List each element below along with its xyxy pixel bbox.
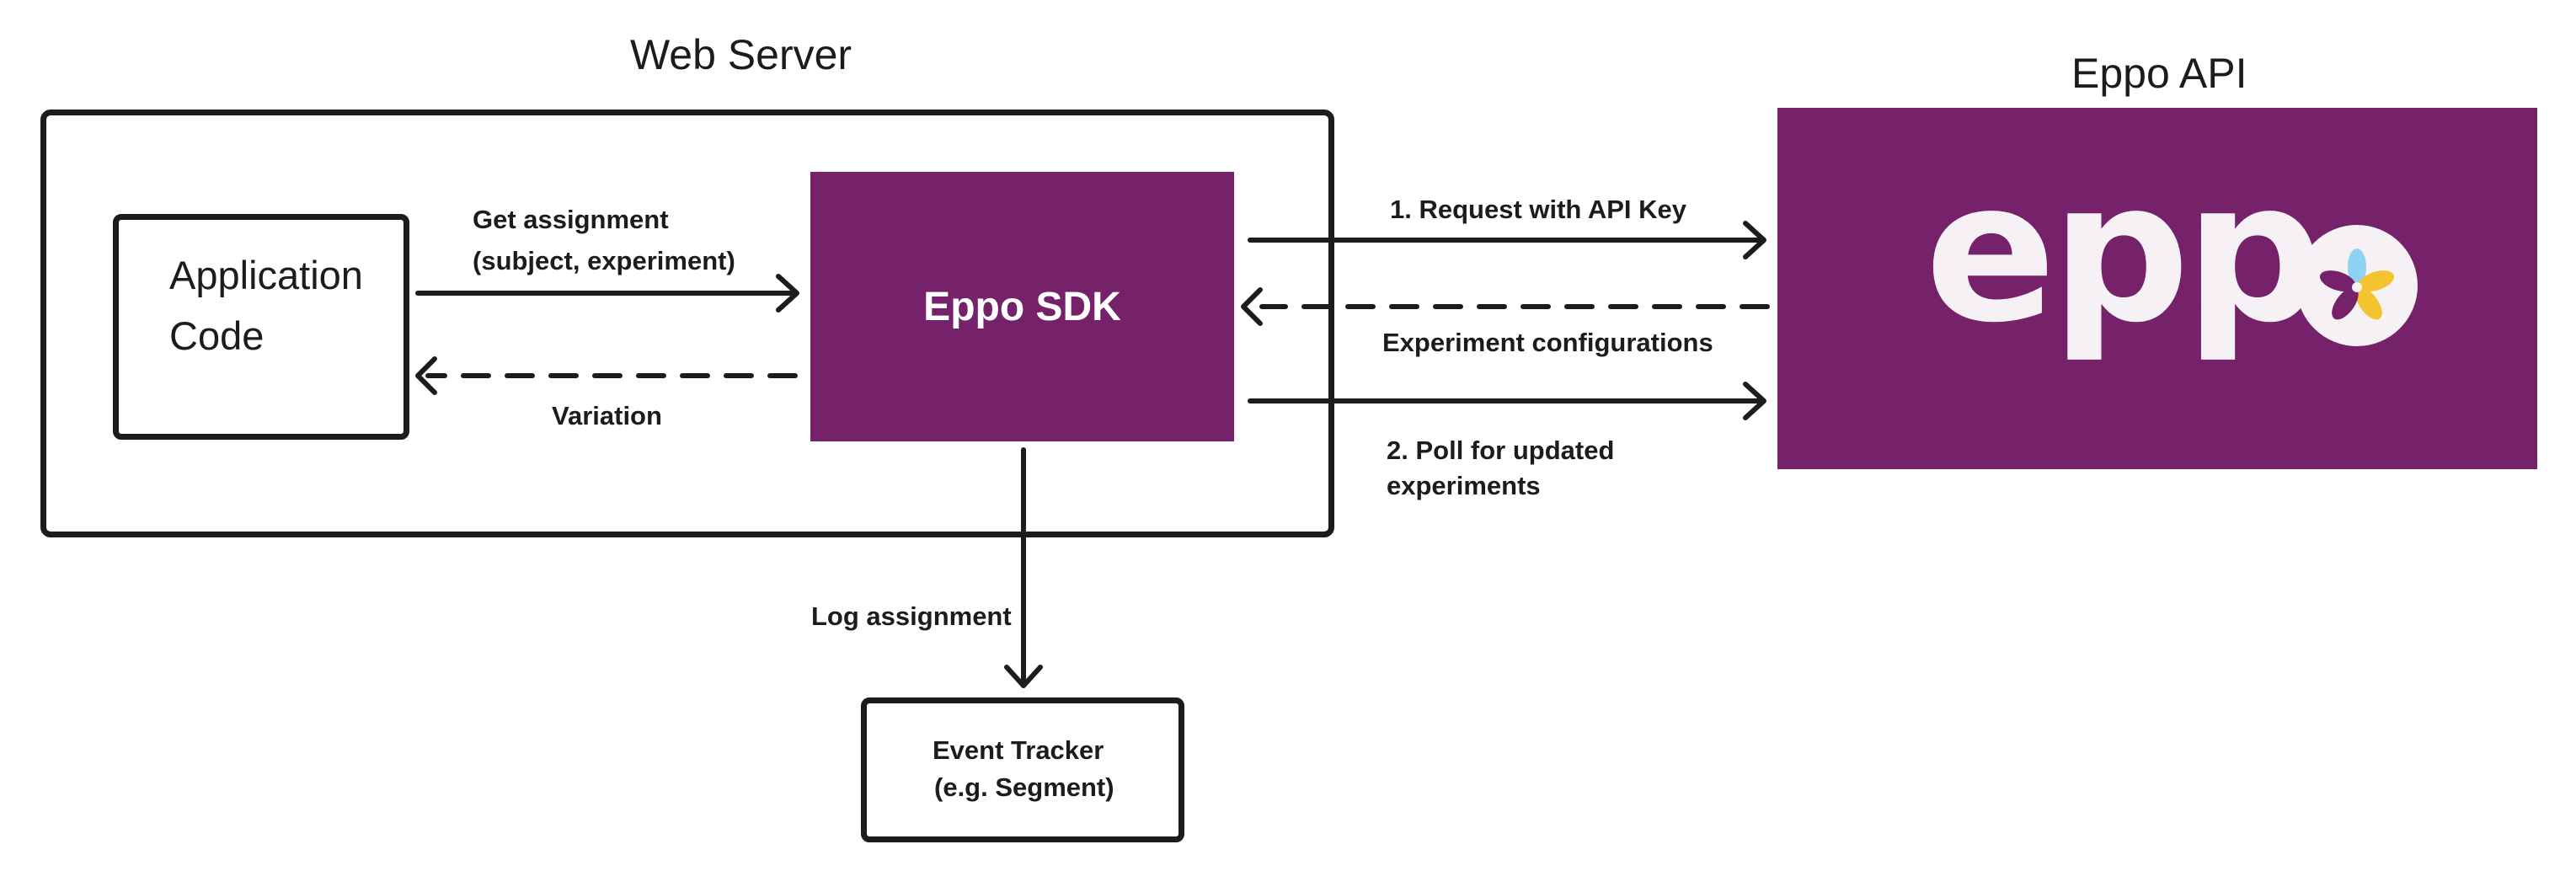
eppo-api-title: Eppo API <box>2071 50 2247 97</box>
eppo-logo-text: epp <box>1925 141 2323 366</box>
get-assignment-label-line2: (subject, experiment) <box>473 246 735 275</box>
variation-label: Variation <box>552 401 662 430</box>
event-tracker-box: Event Tracker (e.g. Segment) <box>861 697 1184 842</box>
experiment-configurations-label: Experiment configurations <box>1382 328 1713 357</box>
log-assignment-label: Log assignment <box>811 601 1012 631</box>
arrow-get-assignment <box>415 274 799 313</box>
application-code-box: Application Code <box>113 214 409 440</box>
web-server-title: Web Server <box>630 31 852 78</box>
arrow-experiment-configurations <box>1241 287 1770 326</box>
application-code-label-line2: Code <box>169 313 265 358</box>
event-tracker-label-line2: (e.g. Segment) <box>934 772 1114 802</box>
request-label: 1. Request with API Key <box>1390 195 1686 224</box>
eppo-logo-flower-icon <box>2296 225 2418 346</box>
arrow-log-assignment <box>1004 447 1043 688</box>
get-assignment-label-line1: Get assignment <box>473 205 669 234</box>
eppo-api-panel: epp <box>1777 108 2537 469</box>
arrow-request <box>1248 221 1766 259</box>
poll-label-line2: experiments <box>1387 471 1541 500</box>
poll-label-line1: 2. Poll for updated <box>1387 436 1615 465</box>
application-code-label-line1: Application <box>169 253 363 297</box>
eppo-sdk-label: Eppo SDK <box>923 284 1121 329</box>
arrow-variation <box>415 356 798 395</box>
event-tracker-label-line1: Event Tracker <box>933 735 1104 765</box>
arrow-poll <box>1248 382 1766 420</box>
eppo-sdk-box: Eppo SDK <box>810 172 1234 441</box>
flower-petals <box>2319 248 2395 320</box>
